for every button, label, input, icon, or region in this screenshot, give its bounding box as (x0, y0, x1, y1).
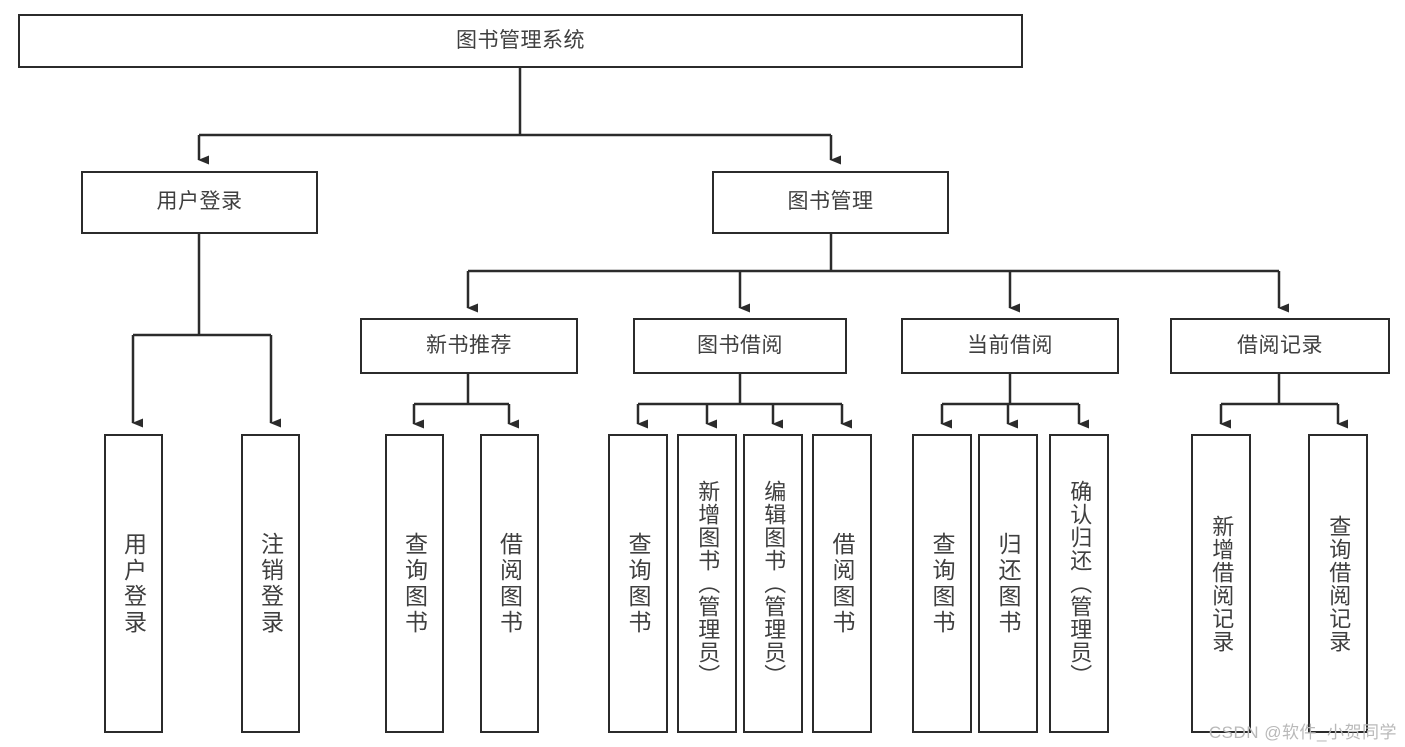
node-new-book-recommend[interactable]: 新书推荐 (360, 318, 578, 374)
node-label: 借阅记录 (1237, 333, 1323, 357)
node-label: 查询图书 (625, 531, 652, 636)
node-label: 用户登录 (120, 531, 147, 636)
node-book-borrow[interactable]: 图书借阅 (633, 318, 847, 374)
leaf-book-borrow-query-book[interactable]: 查询图书 (608, 434, 668, 733)
node-label: 新增图书（管理员） (695, 480, 721, 687)
leaf-borrow-record-query-record[interactable]: 查询借阅记录 (1308, 434, 1368, 733)
leaf-current-borrow-query-book[interactable]: 查询图书 (912, 434, 972, 733)
leaf-current-borrow-return-book[interactable]: 归还图书 (978, 434, 1038, 733)
node-user-login[interactable]: 用户登录 (81, 171, 318, 234)
node-label: 图书借阅 (697, 333, 783, 357)
leaf-book-borrow-add-book-admin[interactable]: 新增图书（管理员） (677, 434, 737, 733)
node-current-borrow[interactable]: 当前借阅 (901, 318, 1119, 374)
node-label: 图书管理系统 (456, 28, 585, 52)
node-borrow-record[interactable]: 借阅记录 (1170, 318, 1390, 374)
node-label: 查询图书 (401, 531, 428, 636)
node-label: 查询图书 (929, 531, 956, 636)
node-label: 新增借阅记录 (1209, 514, 1235, 653)
leaf-book-borrow-borrow-book[interactable]: 借阅图书 (812, 434, 872, 733)
node-label: 新书推荐 (426, 333, 512, 357)
node-book-management[interactable]: 图书管理 (712, 171, 949, 234)
node-label: 编辑图书（管理员） (761, 480, 787, 687)
leaf-user-login-logout[interactable]: 注销登录 (241, 434, 300, 733)
node-root-book-management-system[interactable]: 图书管理系统 (18, 14, 1023, 68)
csdn-watermark: CSDN @软件_小贺同学 (1208, 723, 1397, 742)
node-label: 用户登录 (156, 190, 243, 214)
node-label: 当前借阅 (967, 333, 1053, 357)
leaf-new-book-borrow-book[interactable]: 借阅图书 (480, 434, 539, 733)
leaf-user-login-login[interactable]: 用户登录 (104, 434, 163, 733)
node-label: 注销登录 (257, 531, 284, 636)
node-label: 借阅图书 (496, 531, 523, 636)
node-label: 确认归还（管理员） (1067, 480, 1093, 687)
leaf-current-borrow-confirm-return-admin[interactable]: 确认归还（管理员） (1049, 434, 1109, 733)
leaf-new-book-query-book[interactable]: 查询图书 (385, 434, 444, 733)
node-label: 查询借阅记录 (1326, 514, 1352, 653)
leaf-book-borrow-edit-book-admin[interactable]: 编辑图书（管理员） (743, 434, 803, 733)
node-label: 归还图书 (995, 531, 1022, 636)
leaf-borrow-record-add-record[interactable]: 新增借阅记录 (1191, 434, 1251, 733)
node-label: 图书管理 (787, 190, 874, 214)
node-label: 借阅图书 (829, 531, 856, 636)
